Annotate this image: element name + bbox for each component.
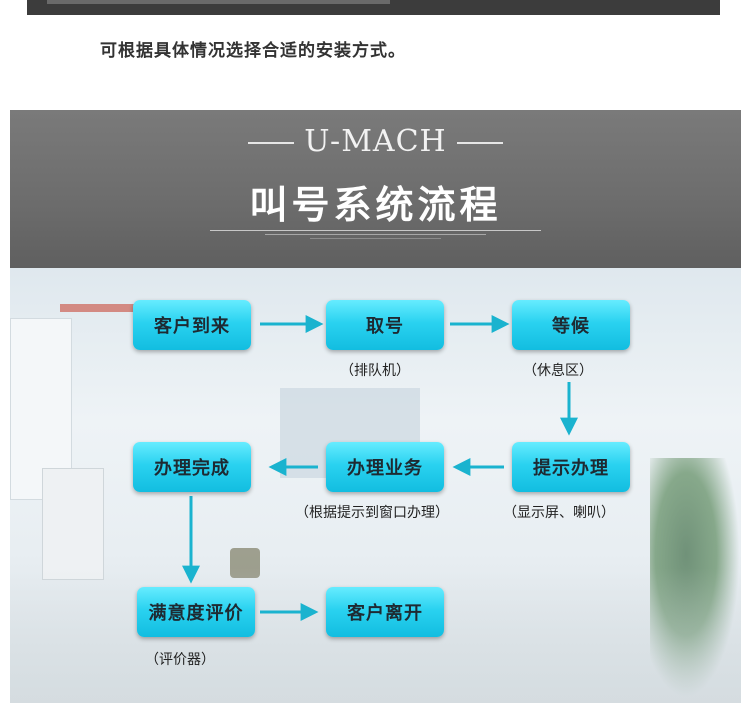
intro-text: 可根据具体情况选择合适的安装方式。 [100, 41, 406, 61]
node-customer-leave: 客户离开 [326, 587, 444, 637]
page-title: 叫号系统流程 [249, 183, 502, 227]
left-dash [248, 142, 295, 144]
note-prompt-handle: （显示屏、喇叭） [503, 505, 615, 521]
node-handle-complete: 办理完成 [133, 442, 251, 492]
node-handle-business: 办理业务 [326, 442, 444, 492]
brand-name: U-MACH [304, 124, 447, 159]
kiosk-left [42, 468, 104, 580]
node-take-number: 取号 [326, 300, 444, 350]
brand-line: U-MACH [10, 124, 741, 159]
note-take-number: （排队机） [340, 363, 410, 379]
top-image-strip [27, 0, 720, 15]
flow-panel: U-MACH 叫号系统流程 客户到来 取号 等候 （排队机） （休息区） 办理完… [10, 110, 741, 703]
note-handle-business: （根据提示到窗口办理） [295, 505, 449, 521]
node-prompt-handle: 提示办理 [512, 442, 630, 492]
title-rule-sub2 [310, 238, 441, 239]
flow-arrows [182, 315, 578, 621]
note-evaluate: （评价器） [145, 652, 215, 668]
panel-header: U-MACH 叫号系统流程 [10, 110, 741, 268]
node-customer-arrive: 客户到来 [133, 300, 251, 350]
right-dash [456, 142, 503, 144]
note-wait: （休息区） [523, 363, 593, 379]
led-sign [60, 304, 140, 312]
title-rule [210, 230, 541, 231]
node-wait: 等候 [512, 300, 630, 350]
node-satisfaction-evaluate: 满意度评价 [137, 587, 255, 637]
title-rule-sub [265, 234, 486, 235]
